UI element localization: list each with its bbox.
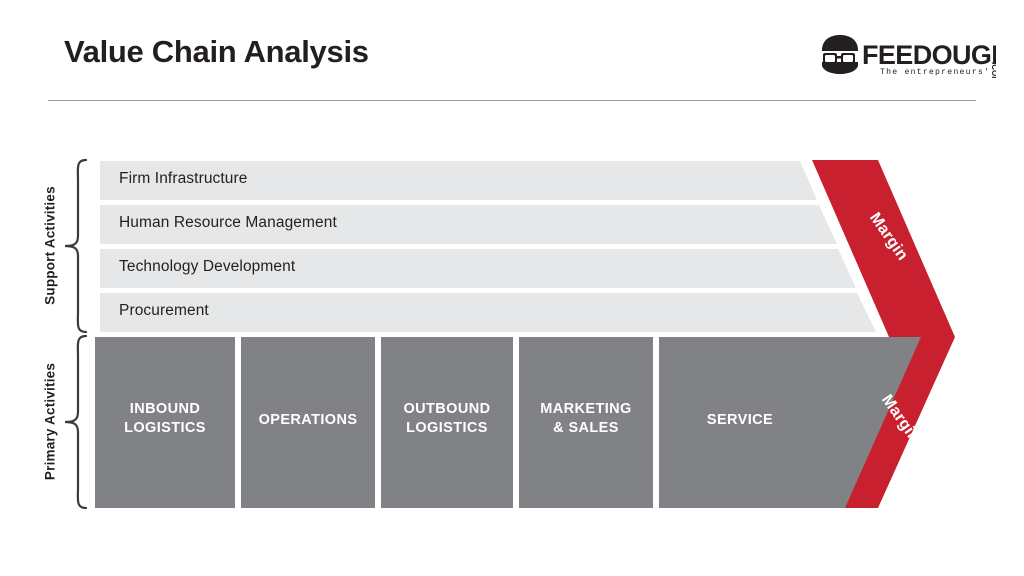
support-activity-label-4: Procurement: [119, 302, 209, 319]
logo-tagline: The entrepreneurs' guide: [880, 67, 996, 77]
margin-label-upper: Margin: [866, 209, 912, 264]
side-label-primary-activities: Primary Activities: [42, 362, 58, 481]
primary-activity-label-3: OUTBOUND LOGISTICS: [403, 401, 491, 436]
support-activity-label-1: Firm Infrastructure: [119, 170, 248, 187]
logo-domain-suffix: .COM: [990, 62, 996, 78]
margin-arrow-shape: [812, 160, 955, 508]
logo-face-icon: [822, 35, 858, 74]
side-label-support-activities: Support Activities: [42, 186, 58, 305]
margin-label-lower: Margin: [878, 391, 924, 446]
primary-activity-label-1: INBOUND LOGISTICS: [124, 401, 206, 436]
feedough-logo[interactable]: FEEDOUGH .COM The entrepreneurs' guide: [816, 32, 996, 78]
support-bar-4: [100, 293, 876, 332]
header-divider: [48, 100, 976, 101]
brace-primary-activities: [62, 334, 88, 510]
support-activity-label-2: Human Resource Management: [119, 214, 337, 231]
primary-activity-label-2: OPERATIONS: [258, 412, 358, 428]
support-activity-label-3: Technology Development: [119, 258, 296, 275]
page-title: Value Chain Analysis: [64, 34, 369, 69]
primary-activity-label-5: SERVICE: [706, 412, 774, 428]
brace-support-activities: [62, 158, 88, 334]
primary-activity-label-4: MARKETING & SALES: [540, 401, 632, 436]
logo-wordmark: FEEDOUGH: [862, 40, 996, 70]
